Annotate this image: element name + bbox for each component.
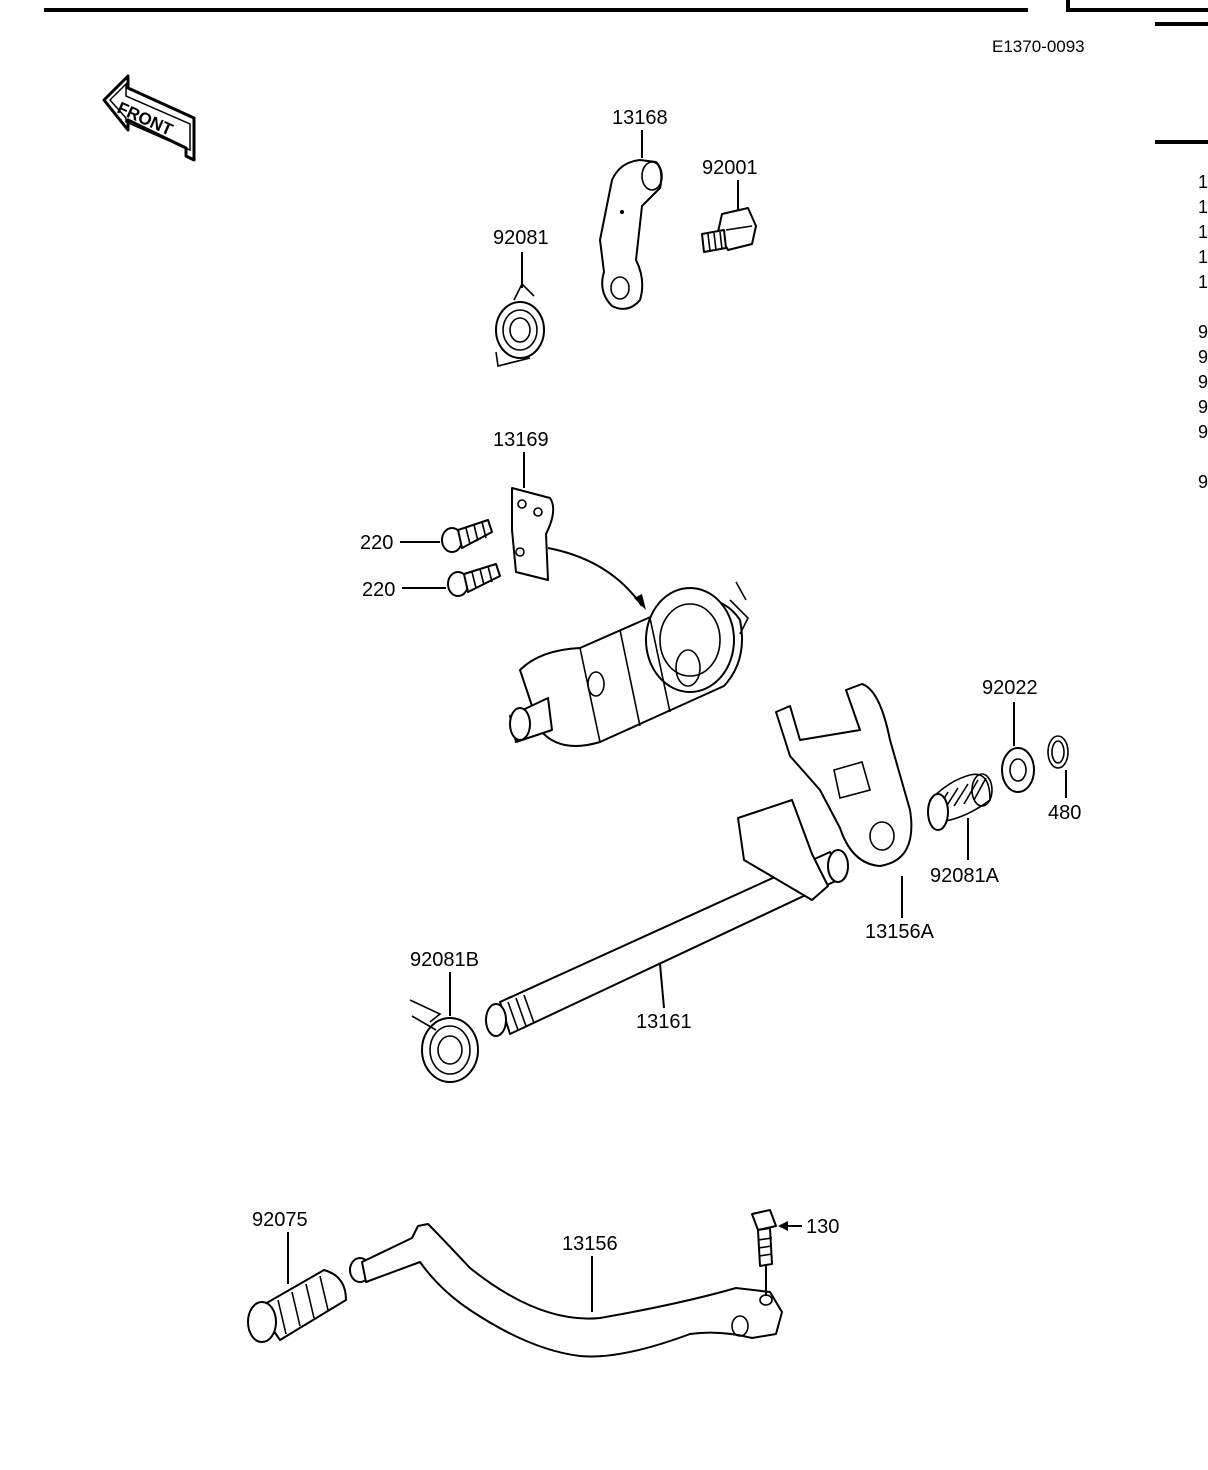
part-92075-pedal-rubber [247,1269,347,1343]
side-reference-list: 1 1 1 1 1 9 9 9 9 9 9 [1198,172,1208,492]
label-13168: 13168 [612,107,668,129]
figure-code: E1370-0093 [992,37,1085,56]
label-13156: 13156 [562,1233,618,1255]
label-92081A: 92081A [930,865,1000,887]
side-item: 1 [1198,222,1208,242]
front-arrow-icon: FRONT [102,74,196,162]
part-130-bolt [751,1209,777,1267]
label-92001: 92001 [702,157,758,179]
part-92081A-spring [927,773,993,831]
part-92001-bolt [701,207,757,253]
part-13168-lever [599,159,663,310]
part-480-circlip [1047,735,1069,769]
part-220-screw-lower [447,563,501,597]
label-13161: 13161 [636,1011,692,1033]
part-92081B-spring [409,999,479,1083]
label-92075: 92075 [252,1209,308,1231]
label-13156A: 13156A [865,921,935,943]
part-shift-drum [509,581,749,747]
side-item: 9 [1198,397,1208,417]
label-480: 480 [1048,802,1081,824]
part-220-screw-upper [441,519,493,553]
side-item: 9 [1198,372,1208,392]
side-item: 1 [1198,272,1208,292]
page-header [44,0,1208,144]
label-92081B: 92081B [410,949,479,971]
label-220-lower: 220 [362,579,395,601]
part-92022-washer [1001,747,1035,793]
side-item: 9 [1198,422,1208,442]
part-13156A-shift-arm [775,683,913,867]
label-220-upper: 220 [360,532,393,554]
side-item: 1 [1198,172,1208,192]
part-92081-spring [495,282,545,367]
side-item: 1 [1198,197,1208,217]
part-13161-shaft [485,799,849,1037]
side-item: 9 [1198,322,1208,342]
part-13169-plate [511,487,555,581]
side-item: 1 [1198,247,1208,267]
label-13169: 13169 [493,429,549,451]
side-item: 9 [1198,472,1208,492]
label-92022: 92022 [982,677,1038,699]
side-item: 9 [1198,347,1208,367]
label-92081: 92081 [493,227,549,249]
label-130: 130 [806,1216,839,1238]
